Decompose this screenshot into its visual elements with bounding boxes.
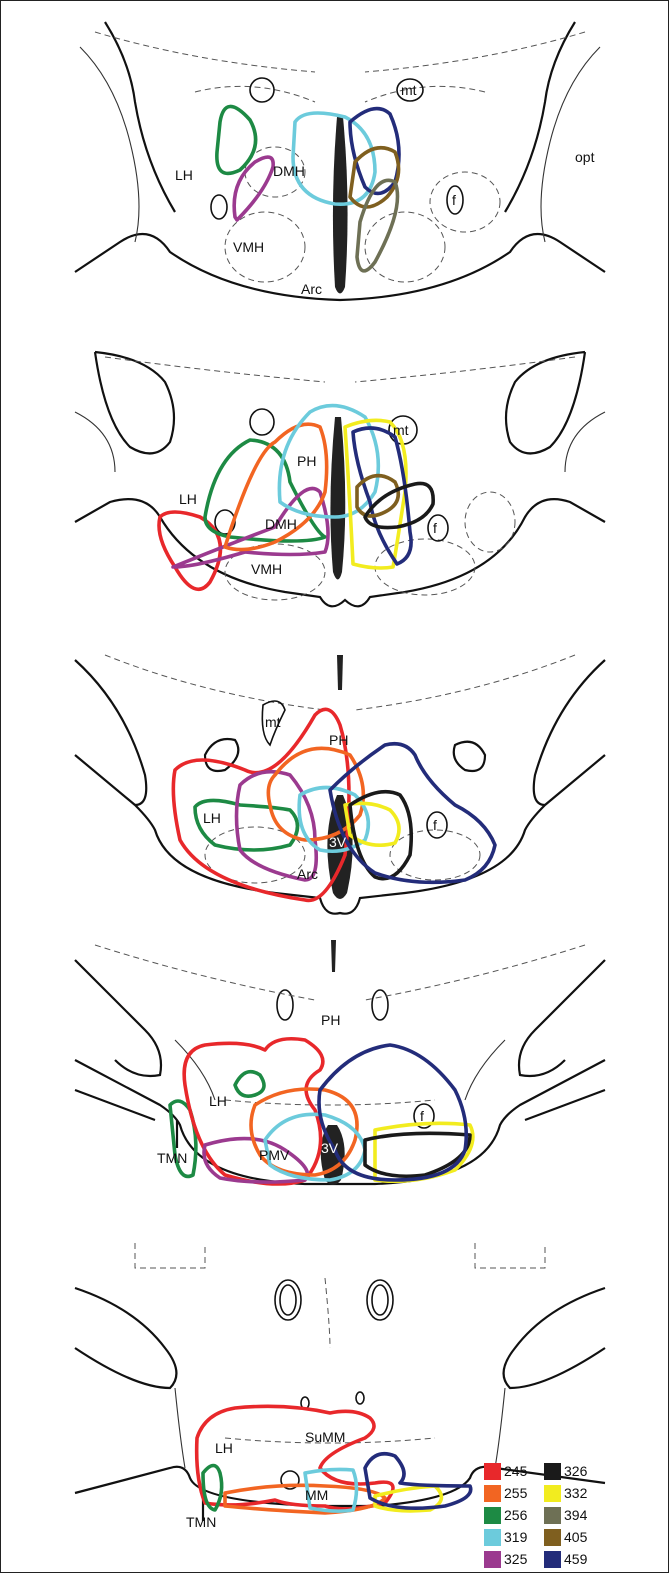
legend-swatch: [544, 1529, 561, 1546]
legend-swatch: [544, 1485, 561, 1502]
case-325-outline: [234, 157, 273, 220]
ph-label: PH: [321, 1012, 340, 1028]
f-label: f: [420, 1108, 424, 1124]
case-256-outline: [235, 1072, 264, 1097]
ph-label: PH: [297, 453, 316, 469]
tmn-label: TMN: [157, 1150, 187, 1166]
legend-swatch: [544, 1551, 561, 1568]
legend-item-332: 332: [544, 1483, 604, 1503]
mt-label: mt: [265, 714, 281, 730]
dmh-label: DMH: [273, 163, 305, 179]
vmh-label: VMH: [251, 561, 282, 577]
third-ventricle: [330, 417, 345, 580]
opt-label: opt: [575, 149, 595, 165]
tmn-label-bottom: TMN: [186, 1514, 216, 1532]
legend-item-405: 405: [544, 1527, 604, 1547]
lh-label: LH: [203, 810, 221, 826]
f-label: f: [433, 520, 437, 536]
third-ventricle-label: 3V: [329, 834, 347, 850]
dmh-label: DMH: [265, 516, 297, 532]
section-1-anatomy: [75, 22, 605, 300]
case-256-outline: [217, 106, 256, 173]
section-1: LH DMH VMH Arc mt f opt: [75, 22, 605, 307]
legend: 245 326 255 332 256 394 319 405 325 459: [484, 1461, 604, 1569]
legend-item-245: 245: [484, 1461, 544, 1481]
legend-swatch: [484, 1507, 501, 1524]
legend-item-255: 255: [484, 1483, 544, 1503]
section-3: PH mt LH 3V Arc f: [75, 655, 605, 920]
summ-label: SuMM: [305, 1429, 345, 1445]
arc-label: Arc: [301, 281, 322, 297]
mt-label: mt: [401, 82, 417, 98]
lh-label: LH: [175, 167, 193, 183]
section-4: PH LH TMN PMV 3V f: [75, 940, 605, 1200]
f-label: f: [433, 817, 437, 833]
legend-swatch: [544, 1507, 561, 1524]
lh-label: LH: [209, 1093, 227, 1109]
f-label: f: [452, 192, 456, 208]
legend-swatch: [484, 1551, 501, 1568]
pmv-label: PMV: [259, 1147, 290, 1163]
legend-item-459: 459: [544, 1549, 604, 1569]
lh-label: LH: [179, 491, 197, 507]
third-ventricle-label: 3V: [321, 1140, 339, 1156]
legend-item-326: 326: [544, 1461, 604, 1481]
legend-swatch: [484, 1529, 501, 1546]
legend-item-325: 325: [484, 1549, 544, 1569]
mt-label: mt: [393, 422, 409, 438]
legend-item-394: 394: [544, 1505, 604, 1525]
mm-label: MM: [305, 1487, 328, 1503]
ph-label: PH: [329, 732, 348, 748]
legend-item-319: 319: [484, 1527, 544, 1547]
section-2-anatomy: [75, 352, 605, 606]
vmh-label: VMH: [233, 239, 264, 255]
legend-swatch: [484, 1485, 501, 1502]
legend-item-256: 256: [484, 1505, 544, 1525]
legend-swatch: [544, 1463, 561, 1480]
case-459-outline: [319, 1045, 466, 1180]
section-3-anatomy: [75, 655, 605, 914]
legend-swatch: [484, 1463, 501, 1480]
section-5-injection-outlines: [197, 1406, 471, 1513]
arc-label: Arc: [297, 866, 318, 882]
section-4-anatomy: [75, 940, 605, 1185]
lh-label: LH: [215, 1440, 233, 1456]
section-2: LH PH DMH VMH mt f: [75, 352, 605, 607]
